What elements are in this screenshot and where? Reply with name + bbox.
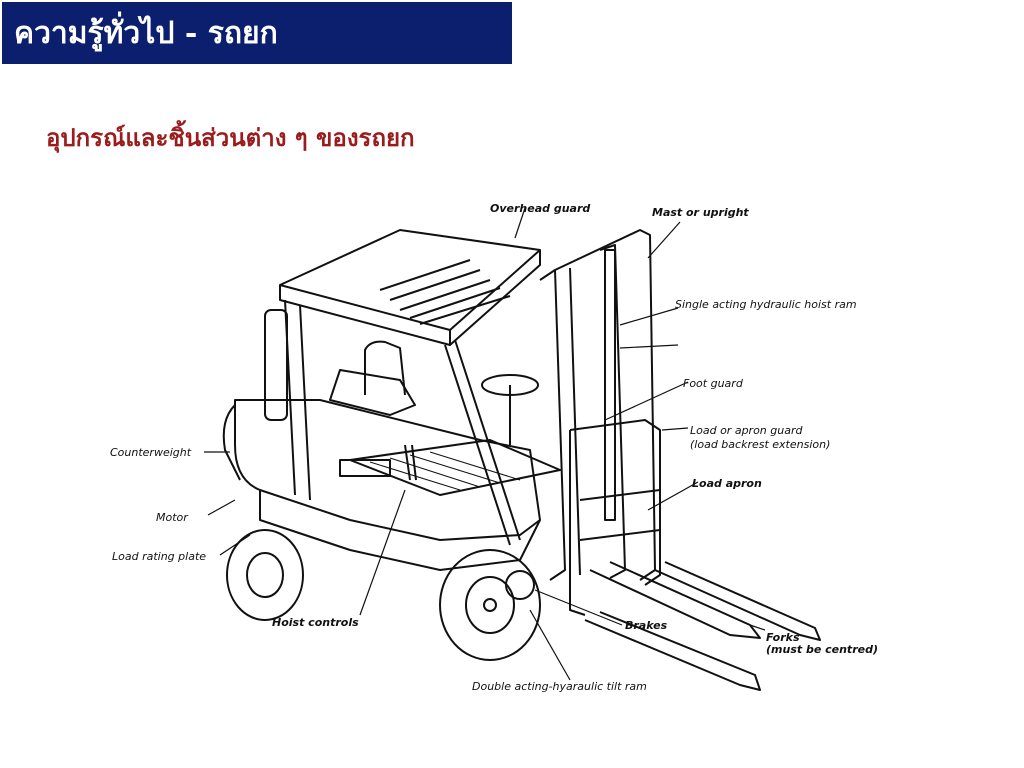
label-overhead-guard: Overhead guard [490, 202, 591, 215]
label-forks-note: (must be centred) [766, 643, 878, 656]
hoist-controls [339, 459, 391, 477]
label-load-guard: Load or apron guard [690, 424, 803, 437]
label-hoist-controls: Hoist controls [272, 616, 359, 629]
front-wheel [439, 549, 541, 661]
mast [554, 229, 656, 581]
label-tilt-ram: Double acting-hyaraulic tilt ram [472, 680, 647, 693]
brakes [505, 570, 535, 600]
label-rating-plate: Load rating plate [112, 550, 207, 563]
section-subtitle: อุปกรณ์และชิ้นส่วนต่าง ๆ ของรถยก [46, 123, 415, 152]
hoist-ram [604, 249, 616, 521]
label-brakes: Brakes [625, 619, 668, 632]
load-backrest [569, 419, 661, 586]
label-forks: Forks [766, 631, 800, 644]
forklift-diagram [204, 207, 821, 691]
label-load-apron: Load apron [692, 477, 762, 490]
slide-title: ความรู้ทั่วไป - รถยก [14, 15, 278, 51]
label-load-guard-note: (load backrest extension) [690, 438, 831, 451]
label-mast: Mast or upright [652, 206, 749, 219]
rear-wheel [226, 529, 304, 621]
label-motor: Motor [156, 511, 188, 524]
counterweight [222, 404, 241, 481]
forks [589, 561, 761, 639]
forklift-body [234, 399, 541, 541]
slide-title-bar: ความรู้ทั่วไป - รถยก [2, 2, 512, 64]
label-hoist-ram: Single acting hydraulic hoist ram [675, 298, 857, 311]
label-counterweight: Counterweight [110, 446, 192, 459]
seat [364, 340, 406, 396]
label-foot-guard: Foot guard [683, 377, 743, 390]
